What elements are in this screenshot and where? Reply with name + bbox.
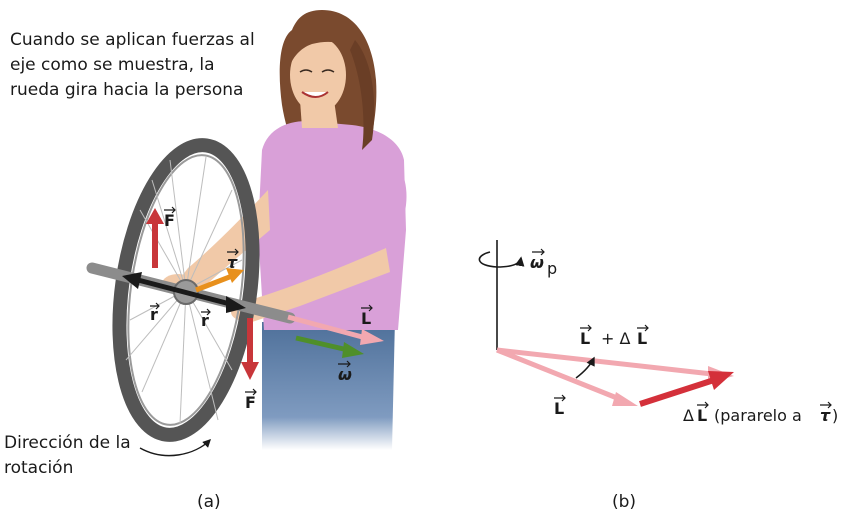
label-dL-paren: (pararelo a: [714, 406, 802, 425]
vector-labels-b: ω p L + Δ L L Δ L (pararelo a τ ): [530, 248, 838, 425]
rotation-direction-arrow: [139, 439, 211, 457]
label-L-sum-2: L: [637, 329, 647, 348]
label-dL-close: ): [832, 406, 838, 425]
label-r-right: r: [201, 311, 209, 330]
caption-top-text: Cuando se aplican fuerzas al eje como se…: [10, 30, 255, 100]
label-tau: τ: [227, 253, 238, 272]
panel-label-b: (b): [612, 492, 637, 512]
omega-arrow: [295, 335, 349, 353]
label-omega-a: ω: [338, 365, 352, 384]
label-r-left: r: [150, 305, 158, 324]
bicycle-wheel: [86, 138, 296, 442]
deltaL-vector: [639, 377, 715, 407]
person: [162, 10, 407, 450]
vector-labels-a: F F τ r r L ω: [150, 206, 373, 412]
label-F-top: F: [164, 211, 175, 230]
label-L-a: L: [361, 309, 371, 328]
panel-label-a: (a): [197, 492, 221, 512]
label-omega-p: ω: [530, 253, 544, 272]
precession-rotation-arrow: [478, 251, 525, 268]
vector-diagram-b: [478, 240, 734, 407]
label-L-b: L: [554, 399, 564, 418]
label-plus-delta: + Δ: [601, 329, 630, 348]
label-dL-L: L: [697, 406, 707, 425]
label-L-sum: L: [580, 329, 590, 348]
label-omega-p-sub: p: [547, 259, 557, 278]
jeans: [262, 318, 395, 450]
radius-vector-arrow: [137, 277, 231, 307]
L-vector-b: [496, 347, 623, 403]
angular-momentum-arrow: [287, 314, 367, 341]
torque-arrow: [195, 273, 233, 293]
label-dL-delta: Δ: [683, 406, 694, 425]
L-plus-deltaL-vector: [496, 347, 713, 377]
rotation-direction-text: Dirección de la rotación: [4, 433, 131, 478]
label-F-bottom: F: [245, 393, 256, 412]
label-dL-tau: τ: [820, 406, 831, 425]
angle-arrow: [575, 356, 595, 379]
